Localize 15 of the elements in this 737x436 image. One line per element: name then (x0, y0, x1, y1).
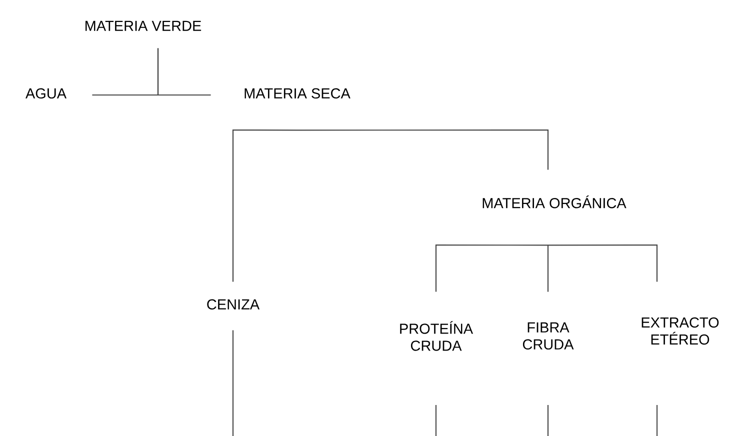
connector-line (232, 330, 234, 436)
node-label: AGUA (26, 88, 67, 99)
node-label: PROTEÍNA CRUDA (400, 321, 474, 351)
connector-line (547, 245, 549, 292)
connector-line (297, 129, 549, 170)
node-label: MATERIA SECA (244, 88, 350, 99)
connector-line (435, 244, 548, 292)
node-label: MATERIA VERDE (86, 20, 202, 31)
node-label: MATERIA ORGÁNICA (482, 196, 626, 208)
connector-line (157, 48, 211, 96)
node-label: CENIZA (207, 299, 260, 310)
connector-line (232, 129, 297, 282)
node-label: EXTRACTO ETÉREO (642, 317, 719, 345)
node-label: FIBRA CRUDA (522, 322, 574, 350)
connector-line (548, 244, 658, 282)
